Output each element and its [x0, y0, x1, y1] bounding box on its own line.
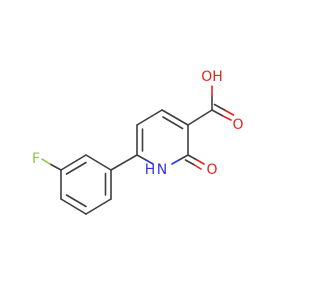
nitrogen-hydrogen-label: H	[145, 162, 156, 178]
fluorine-label: F	[32, 151, 40, 167]
bond	[213, 103, 227, 112]
bond-n	[145, 159, 154, 165]
carboxylic-acid-group	[187, 85, 235, 126]
bond	[184, 159, 196, 166]
bond	[136, 154, 147, 161]
carbonyl-group	[184, 154, 205, 170]
carbonyl-oxygen-label: O	[206, 162, 217, 178]
bond-o	[222, 115, 232, 121]
bond-double-inner	[65, 194, 87, 208]
acid-oxygen-label: O	[232, 117, 243, 133]
bond-o	[196, 159, 205, 165]
bond	[136, 109, 163, 126]
bond-o	[193, 164, 202, 170]
nitrogen-label: N	[157, 162, 167, 178]
bond	[85, 198, 112, 215]
bond	[60, 198, 87, 215]
bond	[187, 154, 198, 161]
hydroxyl-label: OH	[201, 69, 223, 85]
bond	[211, 109, 224, 117]
bond	[49, 163, 62, 171]
bond-o	[224, 109, 235, 116]
biaryl-bond	[110, 154, 138, 171]
bond	[187, 109, 213, 126]
bond	[85, 154, 112, 171]
molecule-structure: F N H O O OH	[32, 69, 244, 215]
bond-n	[171, 159, 180, 165]
bond-double-inner	[162, 116, 184, 130]
fluorophenyl-ring	[41, 154, 112, 215]
bond	[60, 154, 87, 171]
bond	[178, 154, 189, 161]
bond-double-inner	[65, 161, 87, 175]
bond	[161, 109, 189, 126]
pyridinone-ring	[136, 109, 189, 165]
bond-f	[41, 158, 51, 165]
